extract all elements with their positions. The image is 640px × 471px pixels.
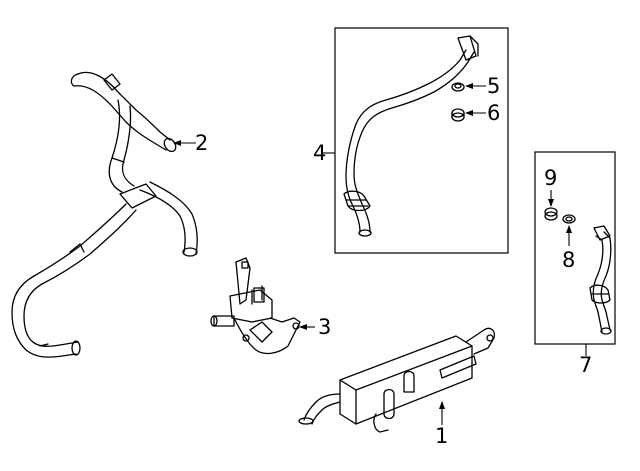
callout-8: 8	[562, 248, 575, 272]
return-line-group-frame	[534, 151, 616, 345]
seal-ring-5	[451, 82, 465, 92]
callout-5: 5	[487, 74, 500, 98]
callout-2: 2	[195, 131, 208, 155]
callout-9: 9	[544, 166, 557, 190]
seal-ring-9	[544, 207, 558, 221]
return-pipe-part	[589, 225, 612, 335]
coolant-hose-part	[11, 71, 198, 358]
callout-6: 6	[487, 101, 500, 125]
oil-line-group-frame	[334, 27, 509, 254]
callout-1: 1	[435, 424, 448, 448]
seal-ring-6	[451, 108, 465, 122]
seal-ring-8	[562, 214, 576, 224]
oil-cooler-part	[298, 327, 496, 433]
callout-4: 4	[313, 141, 326, 165]
callout-3: 3	[318, 315, 331, 339]
callout-7: 7	[579, 353, 592, 377]
oil-pipe-part	[343, 35, 479, 237]
coolant-pump-part	[210, 257, 301, 355]
